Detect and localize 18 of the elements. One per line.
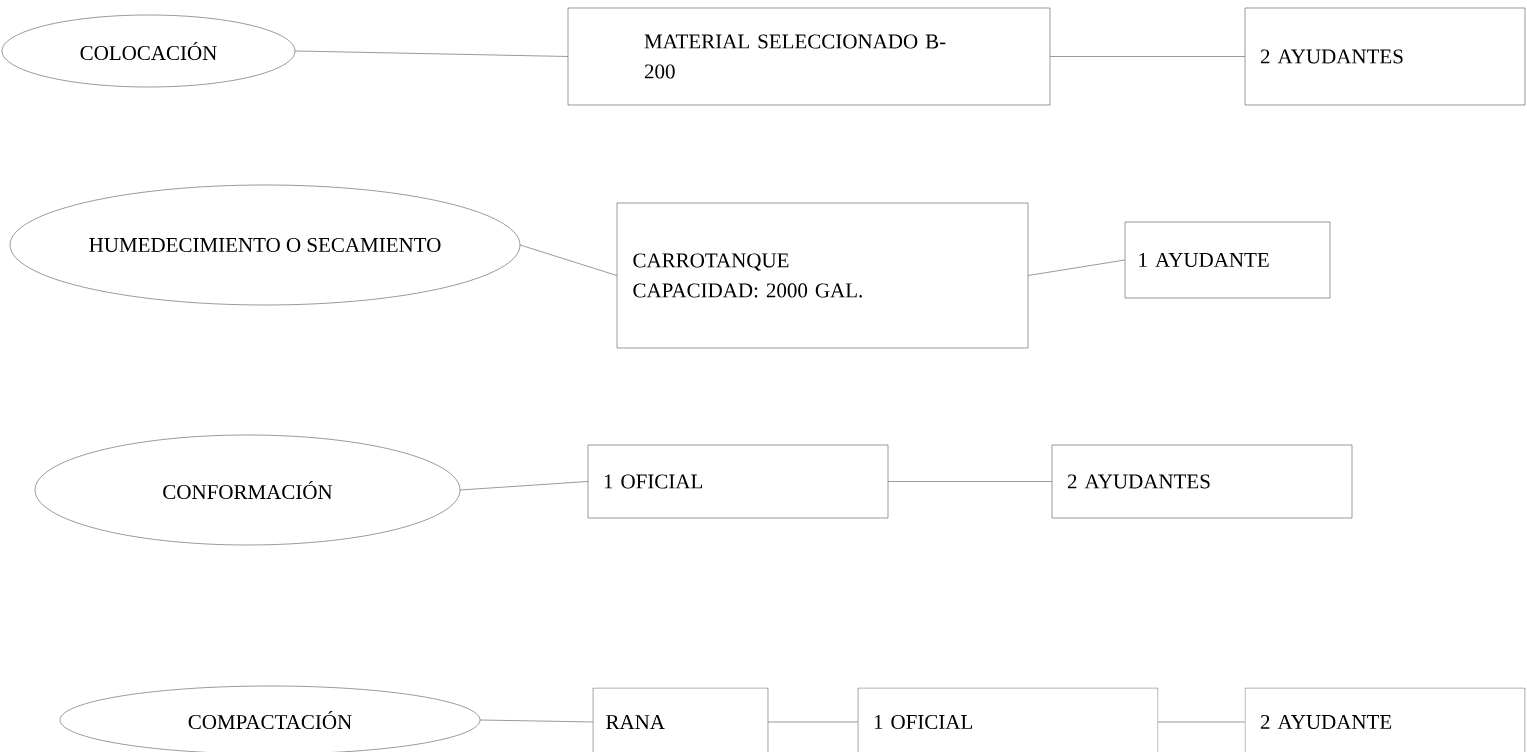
resource-box: 2 AYUDANTES bbox=[1244, 7, 1526, 106]
connector-line bbox=[480, 719, 593, 723]
connector-line bbox=[460, 481, 588, 491]
connector-line bbox=[768, 721, 858, 723]
resource-box: 1 OFICIAL bbox=[587, 444, 889, 519]
connector-line bbox=[888, 481, 1052, 482]
connector-line bbox=[1028, 259, 1125, 276]
resource-box: 1 OFICIAL bbox=[857, 687, 1159, 752]
resource-box: CARROTANQUE CAPACIDAD: 2000 GAL. bbox=[616, 202, 1029, 349]
connector-line bbox=[1158, 721, 1245, 723]
resource-box: 1 AYUDANTE bbox=[1124, 221, 1331, 299]
resource-box: RANA bbox=[592, 687, 769, 752]
connector-line bbox=[295, 50, 568, 57]
resource-box: 2 AYUDANTE bbox=[1244, 687, 1526, 752]
resource-box: 2 AYUDANTES bbox=[1051, 444, 1353, 519]
resource-box: MATERIAL SELECCIONADO B-200 bbox=[567, 7, 1051, 106]
connector-line bbox=[520, 244, 617, 276]
connector-line bbox=[1050, 56, 1245, 57]
